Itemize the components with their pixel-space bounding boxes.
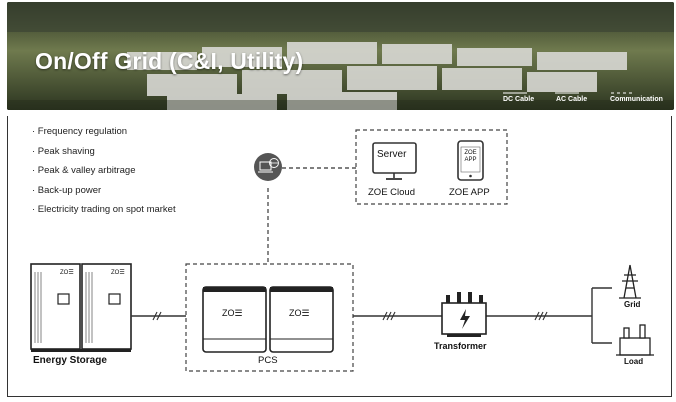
zoe-app-label: ZOE APP [449,187,490,198]
legend-communication: Communication [610,96,663,103]
load-factory-icon [616,324,654,356]
battery-farm-background [7,2,674,110]
server-monitor-icon [372,142,417,180]
bullet-item: · Back-up power [32,184,102,196]
storage-brand-logo: ZO☰ [111,270,125,276]
content-frame [7,116,672,397]
network-globe-icon [254,153,282,181]
load-label: Load [624,357,644,366]
legend-dc-cable: DC Cable [503,96,535,103]
pcs-brand-logo: ZO☰ [222,308,243,318]
zoe-cloud-label: ZOE Cloud [368,187,415,198]
page-title: On/Off Grid (C&I, Utility) [35,48,304,74]
bullet-item: · Frequency regulation [32,126,128,137]
legend-ac-cable: AC Cable [556,96,588,103]
application-list: · Frequency regulation · Peak shaving · … [32,122,176,220]
energy-storage-label: Energy Storage [33,355,107,366]
grid-label: Grid [624,300,641,309]
pcs-brand-logo: ZO☰ [289,308,310,318]
phone-app-icon [457,140,484,181]
app-screen-label: ZOE APP [464,150,477,163]
hero-banner: On/Off Grid (C&I, Utility) DC Cable AC C… [7,2,674,110]
bullet-item: · Peak shaving [32,145,95,157]
grid-tower-icon [619,264,641,299]
energy-storage-cabinets [30,263,132,352]
transformer-icon [441,292,487,337]
pcs-label: PCS [258,355,278,366]
storage-brand-logo: ZO☰ [60,270,74,276]
bullet-item: · Peak & valley arbitrage [32,165,136,176]
pcs-units [202,286,334,353]
transformer-label: Transformer [434,341,487,351]
pcs-group-box [185,263,354,372]
cloud-group-box [355,129,508,205]
server-screen-label: Server [377,149,407,160]
bullet-item: · Electricity trading on spot market [32,204,176,215]
